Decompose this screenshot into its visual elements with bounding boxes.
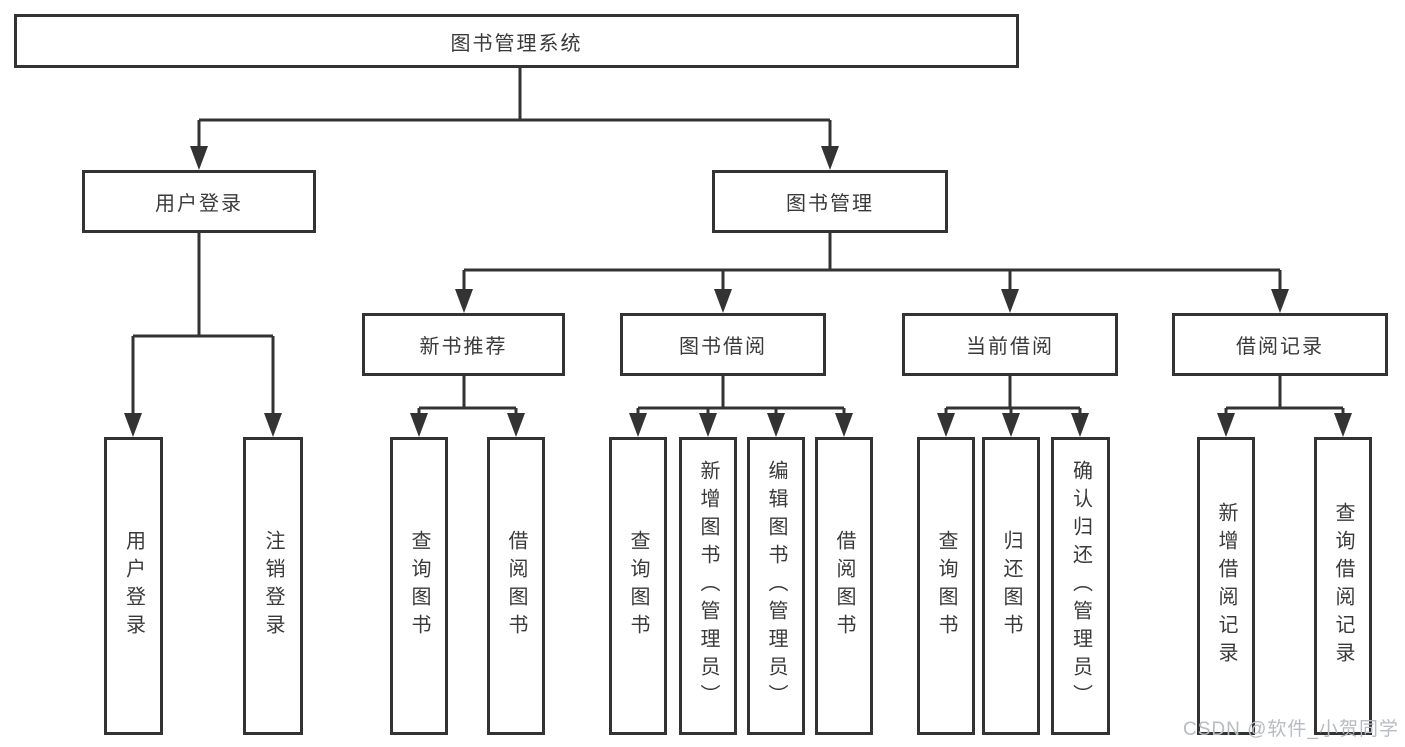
leaf-edit-book-admin-label: 编辑图书（管理员）	[765, 460, 787, 712]
connector-new-book-recommend-fan	[410, 376, 525, 437]
node-borrowing-records-label: 借阅记录	[1236, 336, 1324, 358]
node-current-borrowing: 当前借阅	[902, 313, 1118, 376]
node-user-login: 用户登录	[82, 170, 316, 233]
leaf-return-book-label: 归还图书	[1000, 530, 1022, 642]
leaf-user-login: 用户登录	[104, 437, 163, 735]
leaf-query-borrow-record: 查询借阅记录	[1314, 437, 1372, 735]
leaf-logout-label: 注销登录	[262, 530, 284, 642]
connector-book-management-fan	[455, 233, 1289, 313]
node-library-system-label: 图书管理系统	[450, 32, 583, 55]
leaf-logout: 注销登录	[243, 437, 303, 735]
leaf-query-books-recommend-label: 查询图书	[408, 530, 430, 642]
connector-root-fan	[190, 68, 839, 170]
node-book-borrowing: 图书借阅	[620, 313, 826, 376]
leaf-user-login-label: 用户登录	[122, 530, 145, 642]
leaf-edit-book-admin: 编辑图书（管理员）	[747, 437, 805, 735]
node-book-management-label: 图书管理	[786, 193, 874, 215]
node-book-borrowing-label: 图书借阅	[679, 336, 767, 358]
leaf-query-books-current-label: 查询图书	[935, 530, 957, 642]
leaf-borrow-books-recommend-label: 借阅图书	[505, 530, 527, 642]
connector-current-borrowing-fan	[937, 376, 1089, 437]
leaf-add-borrow-record-label: 新增借阅记录	[1215, 502, 1237, 670]
node-book-management: 图书管理	[712, 170, 948, 233]
connector-borrowing-records-fan	[1217, 376, 1352, 437]
leaf-query-books-current: 查询图书	[917, 437, 975, 735]
leaf-borrow-books-borrowing: 借阅图书	[815, 437, 873, 735]
leaf-add-borrow-record: 新增借阅记录	[1197, 437, 1255, 735]
node-new-book-recommend: 新书推荐	[362, 313, 565, 376]
leaf-query-books-recommend: 查询图书	[390, 437, 448, 735]
leaf-query-books-borrowing-label: 查询图书	[627, 530, 649, 642]
node-user-login-label: 用户登录	[155, 193, 243, 215]
leaf-borrow-books-recommend: 借阅图书	[487, 437, 545, 735]
leaf-return-book: 归还图书	[982, 437, 1040, 735]
leaf-add-book-admin-label: 新增图书（管理员）	[697, 460, 719, 712]
leaf-query-borrow-record-label: 查询借阅记录	[1332, 502, 1354, 670]
leaf-confirm-return-admin: 确认归还（管理员）	[1051, 437, 1110, 735]
node-library-system: 图书管理系统	[14, 14, 1019, 68]
node-new-book-recommend-label: 新书推荐	[419, 336, 508, 358]
connector-book-borrowing-fan	[629, 376, 853, 437]
leaf-confirm-return-admin-label: 确认归还（管理员）	[1069, 460, 1092, 712]
connector-user-login-fan	[124, 233, 282, 437]
csdn-watermark: CSDN @软件_小贺同学	[1183, 719, 1399, 740]
leaf-borrow-books-borrowing-label: 借阅图书	[833, 530, 855, 642]
leaf-add-book-admin: 新增图书（管理员）	[679, 437, 737, 735]
leaf-query-books-borrowing: 查询图书	[609, 437, 667, 735]
node-current-borrowing-label: 当前借阅	[966, 336, 1054, 358]
node-borrowing-records: 借阅记录	[1172, 313, 1388, 376]
